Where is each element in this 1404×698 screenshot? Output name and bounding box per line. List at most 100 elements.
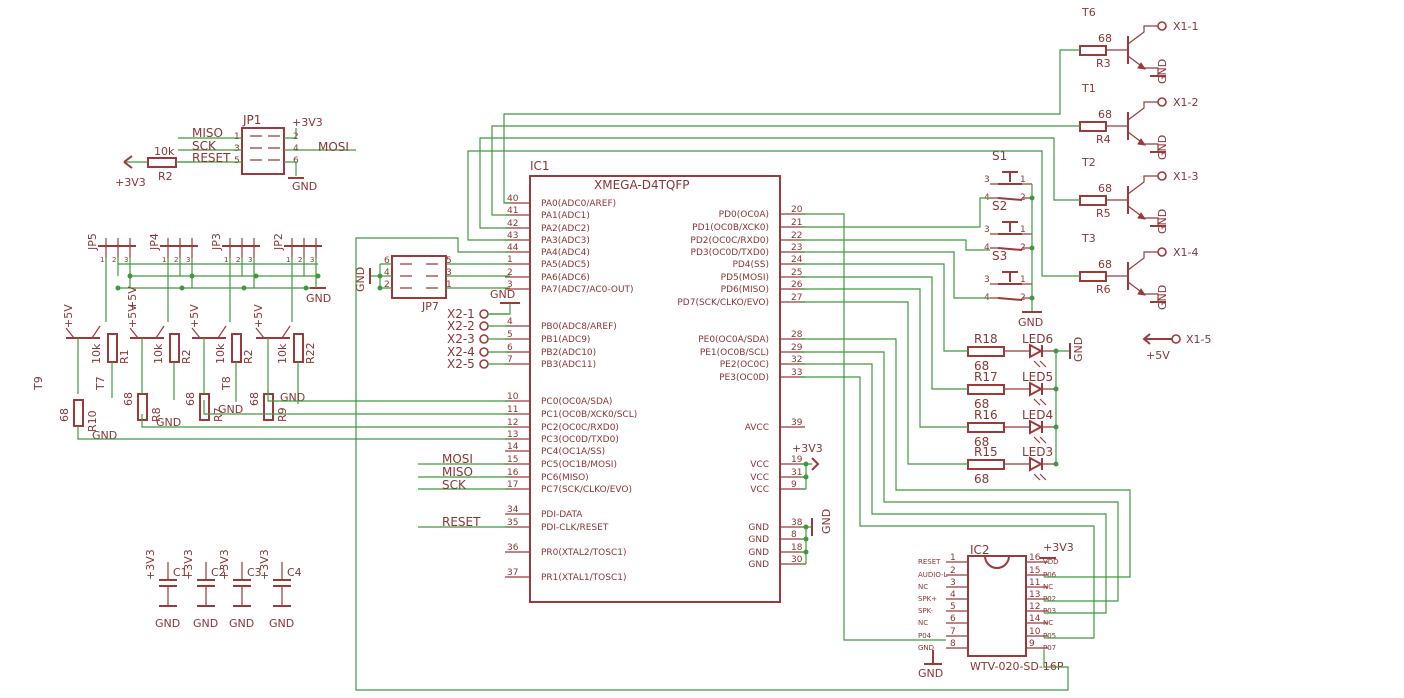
led-light-icon bbox=[1033, 473, 1047, 481]
output-resistor-value: 68 bbox=[1098, 258, 1112, 271]
ic1-value: XMEGA-D4TQFP bbox=[594, 178, 690, 192]
ic2-pin-num: 5 bbox=[950, 602, 956, 612]
ic1-pin-name: PE1(OC0B/SCL) bbox=[700, 348, 769, 358]
ic1-pin-name: PD0(OC0A) bbox=[719, 210, 769, 220]
ic2-pin-name: GND bbox=[918, 644, 934, 652]
cap-plates bbox=[159, 579, 177, 607]
cap-gnd: GND bbox=[269, 617, 294, 630]
jp7-pin-1: 1 bbox=[446, 280, 452, 290]
ic1-pin-num: 37 bbox=[507, 568, 518, 578]
x2-pin-label: X2-2 bbox=[447, 319, 475, 333]
output-transistor-stages: 68R3X1-1GNDT668R4X1-2GNDT168R5X1-3GNDT26… bbox=[1079, 6, 1199, 310]
ic1-pin-num: 1 bbox=[507, 255, 513, 265]
jumper-pin-num: 2 bbox=[298, 256, 302, 264]
ic2-pin-name: P04 bbox=[918, 632, 932, 640]
led-resistor-ref: R17 bbox=[974, 370, 998, 384]
output-pin-ring bbox=[1157, 171, 1167, 181]
ic1-pin-num: 29 bbox=[791, 343, 803, 353]
ic2-pin-name: NC bbox=[1043, 619, 1053, 627]
switch-body bbox=[997, 271, 1023, 301]
ic2-ref: IC2 bbox=[970, 543, 990, 557]
jumper-pin-num: 1 bbox=[286, 256, 290, 264]
x2-connector: GND X2-1X2-2X2-3X2-4X2-5 bbox=[447, 288, 520, 371]
ic1-pin-num: 41 bbox=[507, 206, 518, 216]
switch-pin-num: 2 bbox=[1020, 193, 1026, 203]
ic1-pin-name: AVCC bbox=[745, 423, 769, 433]
output-resistor-ref: R5 bbox=[1096, 207, 1111, 220]
switch-pin-num: 4 bbox=[984, 243, 990, 253]
ic1-pin-name: PC1(OC0B/XCK0/SCL) bbox=[541, 410, 637, 420]
led-resistor-value: 68 bbox=[974, 472, 989, 486]
cap-supply: +3V3 bbox=[258, 549, 271, 580]
ic1-pin-num: 8 bbox=[791, 530, 797, 540]
label-sck: SCK bbox=[442, 478, 467, 492]
emitter-arrow-icon bbox=[1137, 62, 1147, 70]
jumper-wire bbox=[229, 258, 255, 322]
ic1-pin-num: 13 bbox=[507, 430, 518, 440]
jumper-pins bbox=[167, 238, 193, 258]
pot-value: 10k bbox=[152, 343, 165, 364]
output-transistor-leads bbox=[1127, 101, 1159, 152]
junction-dot bbox=[303, 285, 309, 291]
base-resistor-value: 68 bbox=[58, 408, 71, 422]
ic2-value: WTV-020-SD-16P bbox=[970, 660, 1064, 673]
pot-value: 10k bbox=[90, 343, 103, 364]
ic1-pin-name: PD4(SS) bbox=[732, 260, 769, 270]
junction-dot bbox=[179, 285, 185, 291]
ic1-pin-name: VCC bbox=[750, 473, 769, 483]
label-miso: MISO bbox=[442, 465, 473, 479]
ic1-pin-num: 35 bbox=[507, 518, 518, 528]
ic1-pin-name: PB1(ADC9) bbox=[541, 335, 590, 345]
ic1-right-pins: 20PD0(OC0A)21PD1(OC0B/XCK0)22PD2(OC0C/RX… bbox=[677, 205, 805, 570]
ic1-pin-name: PB3(ADC11) bbox=[541, 360, 596, 370]
output-pin-ring bbox=[1157, 247, 1167, 257]
output-resistor-value: 68 bbox=[1098, 182, 1112, 195]
ic1-pin-num: 19 bbox=[791, 455, 803, 465]
transistor-leads bbox=[129, 325, 165, 339]
output-resistor-ref: R3 bbox=[1096, 57, 1111, 70]
ic2-pin-name: VDD bbox=[1043, 558, 1059, 566]
switch-pins bbox=[990, 183, 1032, 199]
jp7-pin-5: 5 bbox=[446, 256, 452, 266]
ic1-pin-num: 11 bbox=[507, 405, 518, 415]
jumper-ref: JP3 bbox=[210, 233, 223, 251]
label-mosi: MOSI bbox=[442, 452, 473, 466]
bank-gnd-label: GND bbox=[280, 391, 305, 404]
ic1-pin-name: PD7(SCK/CLKO/EVO) bbox=[677, 298, 769, 308]
jumper-pin-num: 1 bbox=[162, 256, 166, 264]
ic2-pin-name: SPK+ bbox=[918, 595, 937, 603]
transistor-ref: T9 bbox=[32, 376, 45, 391]
base-resistor-ref: R8 bbox=[150, 407, 163, 422]
ic1-power-rails: +3V3 GND bbox=[792, 442, 833, 565]
led-diode-icon bbox=[1029, 381, 1044, 397]
led-light-icon bbox=[1033, 360, 1047, 368]
ic1-pin-num: 2 bbox=[507, 268, 513, 278]
ic1-pin-num: 36 bbox=[507, 543, 519, 553]
cap-ref: C2 bbox=[211, 566, 226, 579]
ic1-pin-name: PA1(ADC1) bbox=[541, 211, 590, 221]
ic2-pin-name: NC bbox=[918, 583, 928, 591]
bank-gnd: GND bbox=[306, 292, 331, 305]
led-resistor-value: 68 bbox=[974, 359, 989, 373]
jumper-ref: JP5 bbox=[86, 233, 99, 251]
switch-body bbox=[997, 171, 1023, 201]
switch-ref: S3 bbox=[992, 249, 1007, 263]
led-diode-icon bbox=[1029, 343, 1044, 359]
transistor-supply: +5V bbox=[252, 304, 265, 328]
switch-ref: S2 bbox=[992, 199, 1007, 213]
output-resistor-ref: R6 bbox=[1096, 283, 1111, 296]
ic2-pin-num: 13 bbox=[1029, 590, 1040, 600]
ic1-pin-name: PR0(XTAL2/TOSC1) bbox=[541, 548, 626, 558]
ic2-pin-name: AUDIO-L bbox=[918, 571, 948, 579]
output-transistor-leads bbox=[1127, 25, 1159, 76]
pot-ref: R22 bbox=[304, 342, 317, 364]
vcc-gnd: GND bbox=[820, 509, 833, 534]
ic2-pin-num: 1 bbox=[950, 553, 956, 563]
ic1-pin-name: PDI-CLK/RESET bbox=[541, 523, 609, 533]
output-pin-label: X1-4 bbox=[1173, 246, 1199, 259]
led-light-icon bbox=[1033, 436, 1047, 444]
transistor-ref: T7 bbox=[94, 376, 107, 391]
